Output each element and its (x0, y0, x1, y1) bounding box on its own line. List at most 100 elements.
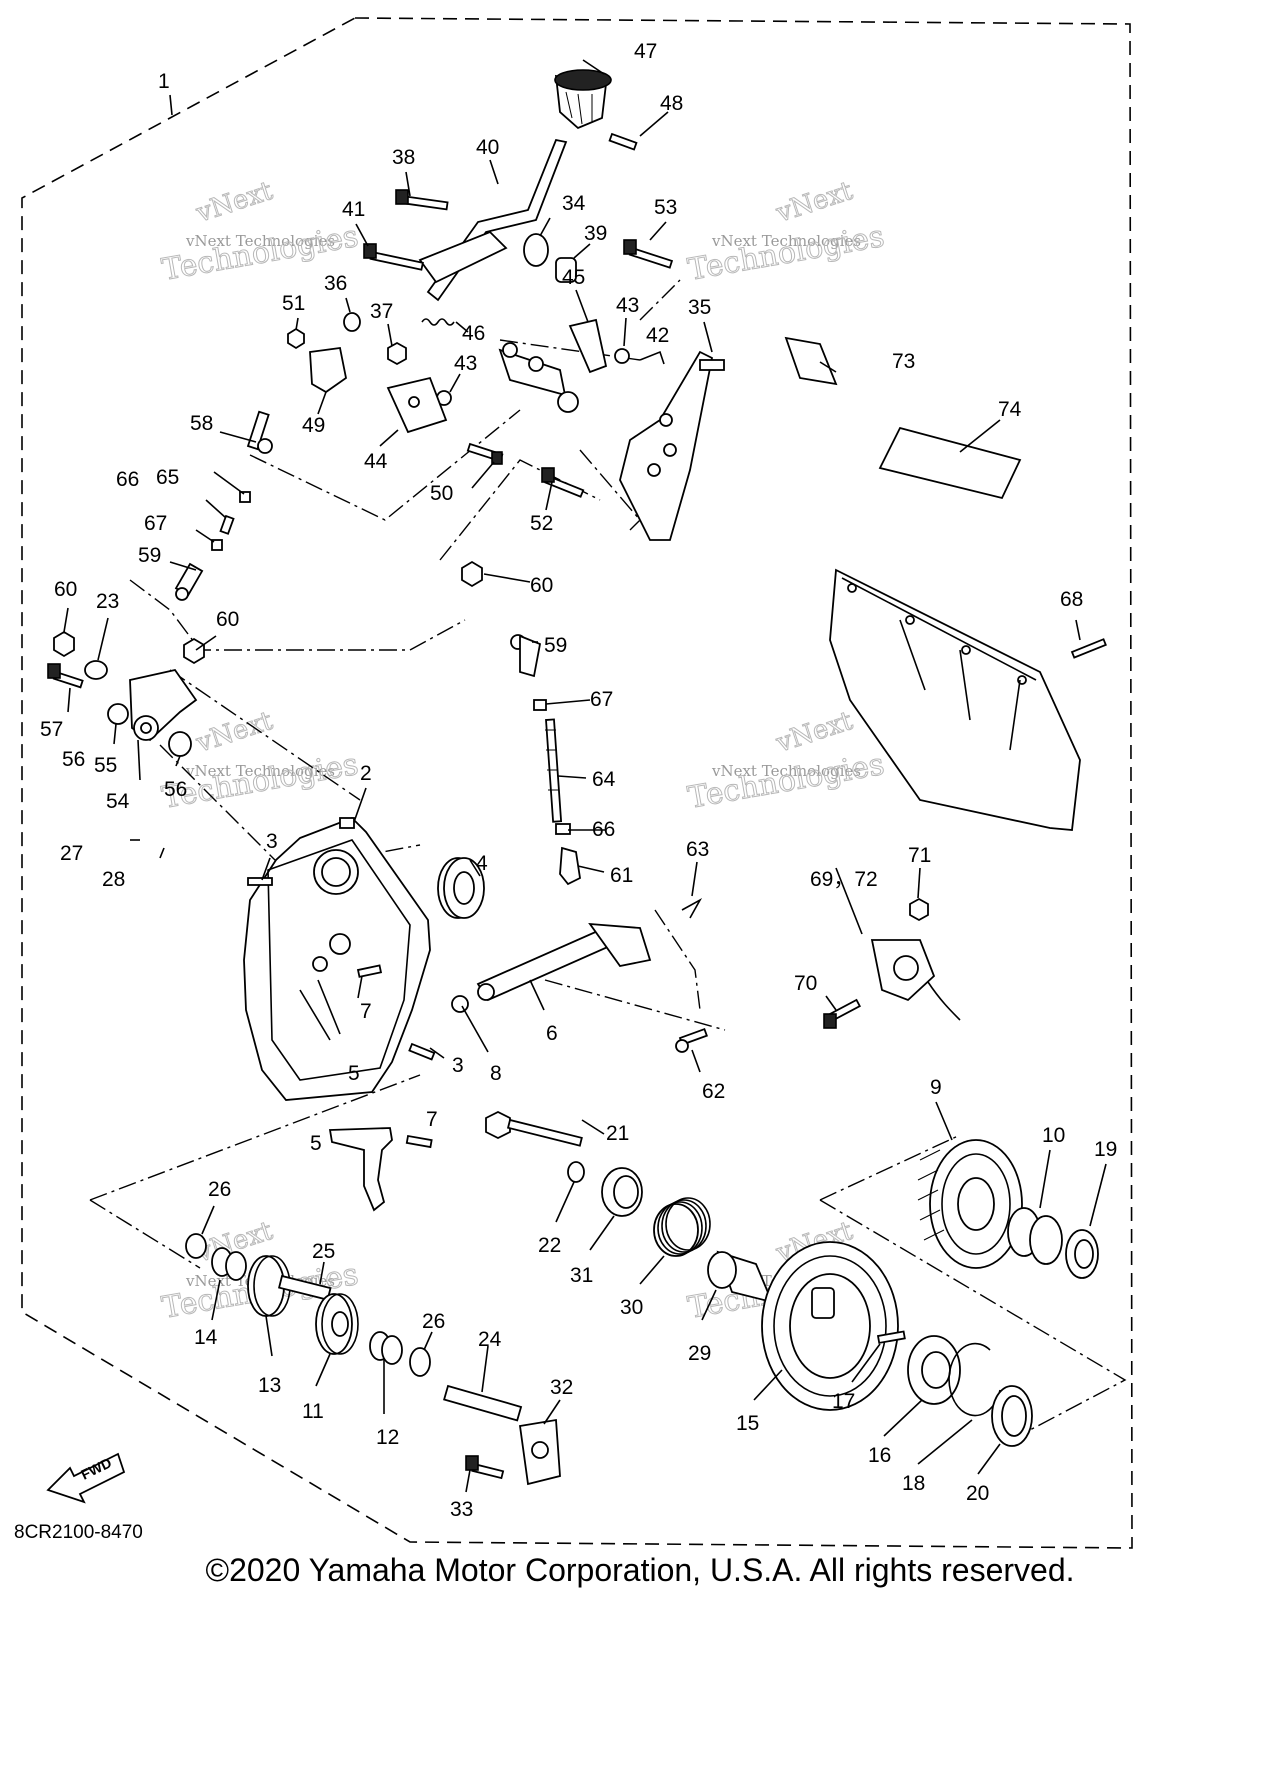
nut (614, 348, 630, 364)
assembly-boundary (21, 17, 1133, 1549)
washer (343, 312, 361, 332)
compression-spring (653, 1197, 711, 1257)
callout-label: 60 (216, 608, 239, 631)
callout-label: 14 (194, 1326, 218, 1349)
callout-label: 26 (422, 1310, 445, 1333)
callout-label: 25 (312, 1240, 335, 1263)
bearing (437, 857, 485, 919)
callout-labels: 1 2 3 3 4 5 5 6 7 7 8 9 10 11 12 13 14 1… (40, 40, 1117, 1521)
svg-text:vNext: vNext (772, 706, 857, 759)
callout-label: 27 (60, 842, 83, 865)
tensioner-arm (328, 1127, 393, 1212)
watermark-group: vNext vNext Technologies Technologies vN… (159, 175, 888, 1326)
callout-label: 47 (634, 40, 657, 63)
callout-label: 26 (208, 1178, 231, 1201)
drawing-code: 8CR2100-8470 (14, 1522, 143, 1543)
callout-label: 43 (454, 352, 477, 375)
svg-text:vNext: vNext (772, 176, 857, 229)
callout-label: 43 (616, 294, 639, 317)
chaincase-housing (243, 816, 431, 1101)
callout-label: 41 (342, 198, 365, 221)
brake-disk (761, 1241, 899, 1411)
svg-text:vNext Technologies: vNext Technologies (185, 762, 335, 780)
callout-label: 29 (688, 1342, 711, 1365)
callout-label: 19 (1094, 1138, 1117, 1161)
bolt (623, 239, 674, 269)
callout-label: 34 (562, 192, 586, 215)
leader-lines (63, 59, 1107, 1493)
callout-label: 36 (324, 272, 347, 295)
callout-label: 40 (476, 136, 499, 159)
bolt (541, 467, 585, 498)
callout-label: 67 (144, 512, 167, 535)
bolt (823, 998, 861, 1029)
linkage-rod (174, 410, 273, 601)
callout-label: 38 (392, 146, 415, 169)
o-ring (451, 995, 469, 1013)
callout-label: 12 (376, 1426, 399, 1449)
bolt (395, 189, 449, 211)
callout-label: 67 (590, 688, 613, 711)
speed-sensor (870, 939, 961, 1021)
callout-label: 66 (592, 818, 615, 841)
bolt (485, 1110, 583, 1147)
drive-sprocket (247, 1255, 332, 1317)
callout-label: 33 (450, 1498, 473, 1521)
callout-label: 71 (908, 844, 931, 867)
callout-label: 49 (302, 414, 325, 437)
callout-label: 7 (360, 1000, 372, 1023)
svg-text:Technologies: Technologies (685, 219, 887, 288)
callout-label: 39 (584, 222, 607, 245)
shift-shaft (498, 342, 579, 413)
callout-label: 22 (538, 1234, 561, 1257)
shift-knob (554, 69, 612, 130)
decal (878, 426, 1022, 500)
dowel-pin (408, 1042, 436, 1061)
callout-label: 58 (190, 412, 213, 435)
nut (387, 341, 407, 366)
dowel-pin (247, 877, 273, 886)
pin (356, 964, 383, 978)
callout-label: 16 (868, 1444, 891, 1467)
chaincase-guard (829, 568, 1081, 831)
shaft (443, 1384, 523, 1422)
callout-label: 63 (686, 838, 709, 861)
callout-label: 69，72 (810, 868, 878, 891)
bracket (309, 346, 347, 394)
callout-label: 64 (592, 768, 616, 791)
callout-label: 3 (452, 1054, 464, 1077)
callout-label: 13 (258, 1374, 281, 1397)
callout-label: 15 (736, 1412, 759, 1435)
pin (1070, 638, 1107, 659)
bolt (465, 1455, 505, 1480)
copyright-notice: ©2020 Yamaha Motor Corporation, U.S.A. A… (205, 1552, 1075, 1588)
drive-gear (315, 1293, 359, 1355)
callout-label: 28 (102, 868, 125, 891)
callout-label: 31 (570, 1264, 593, 1287)
callout-label: 9 (930, 1076, 942, 1099)
callout-label: 70 (794, 972, 817, 995)
callout-label: 56 (164, 778, 187, 801)
svg-text:vNext Technologies: vNext Technologies (711, 232, 861, 250)
callout-label: 51 (282, 292, 305, 315)
pin (608, 132, 638, 151)
nut (183, 637, 205, 665)
washer (409, 1347, 431, 1377)
spring-seat (601, 1167, 643, 1217)
bolt (47, 663, 84, 689)
callout-label: 7 (426, 1108, 438, 1131)
bolt (876, 1330, 906, 1344)
callout-label: 54 (106, 790, 130, 813)
callout-label: 48 (660, 92, 683, 115)
nut (53, 630, 75, 658)
callout-label: 42 (646, 324, 669, 347)
callout-label: 23 (96, 590, 119, 613)
needle-bearing (369, 1331, 403, 1365)
callout-label: 73 (892, 350, 915, 373)
callout-label: 53 (654, 196, 677, 219)
callout-label: 44 (364, 450, 388, 473)
callout-label: 10 (1042, 1124, 1065, 1147)
callout-label: 65 (156, 466, 179, 489)
callout-label: 66 (116, 468, 139, 491)
washer (168, 731, 192, 757)
